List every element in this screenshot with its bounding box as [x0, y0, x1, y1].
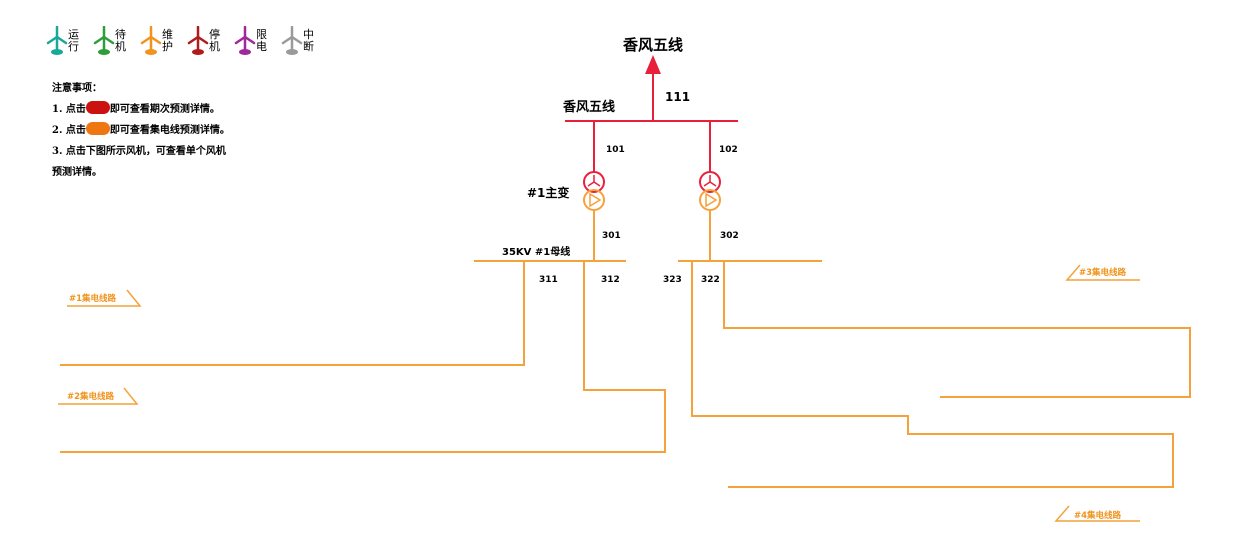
turbine-icon-maintenance: [140, 26, 162, 55]
feeder-322-label: 322: [701, 275, 720, 285]
breaker-101-label: 101: [606, 145, 625, 155]
feeder-312-label: 312: [601, 275, 620, 285]
legend-item-standby: 待机: [93, 26, 140, 56]
breaker-111-label: 111: [665, 90, 690, 104]
outgoing-line-label: 香风五线: [623, 36, 683, 54]
collector-line-323[interactable]: [691, 261, 1174, 488]
period-forecast-pill-button[interactable]: [85, 101, 110, 114]
note-item-1: 1. 点击 即可查看期次预测详情。: [52, 99, 232, 120]
collector-line-311[interactable]: [60, 261, 525, 366]
collector-line-312[interactable]: [60, 261, 666, 453]
legend-item-interrupted: 中断: [281, 26, 328, 56]
collector-3-label[interactable]: #3集电线路: [1079, 267, 1127, 278]
breaker-102-label: 102: [719, 145, 738, 155]
note-item-2: 2. 点击 即可查看集电线预测详情。: [52, 120, 232, 141]
legend-label-interrupted: 中断: [303, 28, 314, 53]
legend-item-maintenance: 维护: [140, 26, 187, 56]
legend-item-curtailed: 限电: [234, 26, 281, 56]
collector-1-label[interactable]: #1集电线路: [69, 293, 117, 304]
notes-panel: 注意事项： 1. 点击 即可查看期次预测详情。 2. 点击 即可查看集电线预测详情。…: [52, 78, 232, 183]
collector-line-322[interactable]: [723, 261, 1191, 398]
note-item-3: 3. 点击下图所示风机，可查看单个风机预测详情。: [52, 146, 226, 178]
outgoing-arrow-icon: [645, 55, 661, 74]
turbine-icon-curtailed: [234, 26, 256, 55]
collector-2-tag[interactable]: [58, 387, 139, 405]
turbine-icon-interrupted: [281, 26, 303, 55]
legend-label-maintenance: 维护: [162, 28, 173, 53]
collector-2-label[interactable]: #2集电线路: [67, 391, 115, 402]
collector-1-tag[interactable]: [67, 289, 142, 307]
legend-label-curtailed: 限电: [256, 28, 267, 53]
feeder-311-label: 311: [539, 275, 558, 285]
breaker-302-label: 302: [720, 231, 739, 241]
legend-label-running: 运行: [68, 28, 79, 53]
notes-title: 注意事项：: [52, 83, 102, 94]
status-legend: 运行 待机 维护 停机 限电 中断: [46, 26, 328, 56]
legend-label-standby: 待机: [115, 28, 126, 53]
legend-item-running: 运行: [46, 26, 93, 56]
note-2-suffix: 即可查看集电线预测详情。: [109, 125, 230, 136]
legend-label-stopped: 停机: [209, 28, 220, 53]
collector-4-tag[interactable]: [1054, 505, 1140, 522]
note-2-prefix: 2. 点击: [52, 125, 86, 136]
collector-3-tag[interactable]: [1065, 264, 1140, 281]
turbine-icon-stopped: [187, 26, 209, 55]
transformer-1-label: #1主变: [527, 185, 569, 200]
feeder-323-label: 323: [663, 275, 682, 285]
legend-item-stopped: 停机: [187, 26, 234, 56]
lv-bus-label: 35KV #1母线: [502, 245, 570, 258]
turbine-icon-standby: [93, 26, 115, 55]
hv-bus-label: 香风五线: [562, 99, 615, 115]
collector-forecast-pill-button[interactable]: [85, 122, 110, 135]
note-1-suffix: 即可查看期次预测详情。: [109, 104, 220, 115]
transformer-2-hv-winding[interactable]: [699, 171, 721, 193]
collector-4-label[interactable]: #4集电线路: [1074, 510, 1122, 521]
note-1-prefix: 1. 点击: [52, 104, 86, 115]
transformer-1-hv-winding[interactable]: [583, 171, 605, 193]
turbine-icon-running: [46, 26, 68, 55]
breaker-301-label: 301: [602, 231, 621, 241]
